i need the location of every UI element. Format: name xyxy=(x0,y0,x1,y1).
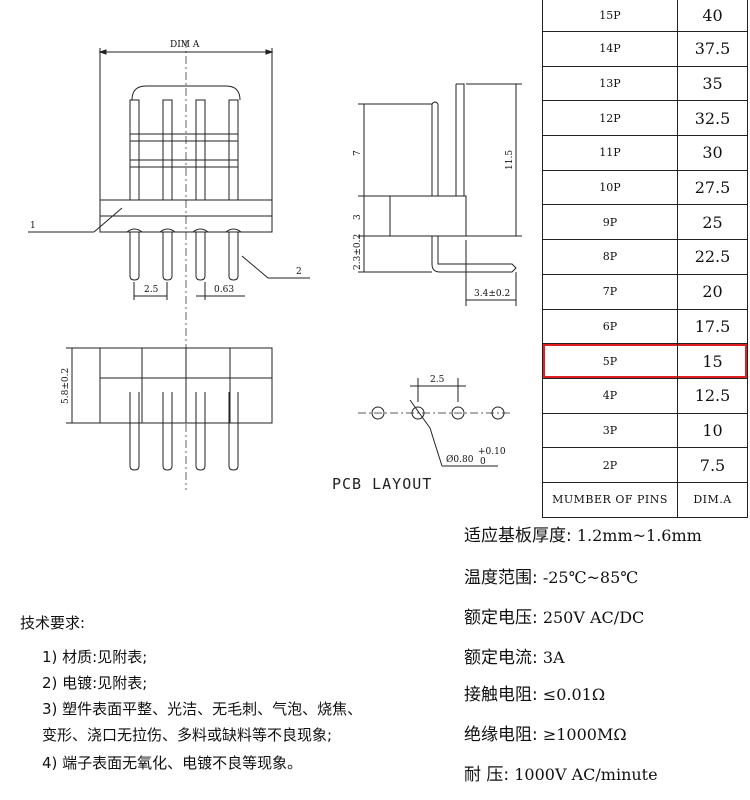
pin-width-label: 0.63 xyxy=(214,285,234,295)
side-3-label: 3 xyxy=(353,214,363,220)
spec-label: 接触电阻: xyxy=(464,685,538,705)
dim-a-cell: 12.5 xyxy=(677,377,748,414)
body-height-label: 5.8±0.2 xyxy=(61,368,71,404)
pin-count-cell: 9P xyxy=(542,204,678,241)
dim-a-cell: 30 xyxy=(677,135,748,171)
side-115-label: 11.5 xyxy=(505,150,515,170)
tech-requirement-item: 3) 塑件表面平整、光洁、无毛刺、气泡、烧焦、 xyxy=(42,700,363,718)
pin-count-cell: 13P xyxy=(542,65,678,102)
spec-line: 额定电压: 250V AC/DC xyxy=(464,603,644,628)
dim-a-cell: 20 xyxy=(677,273,748,310)
side-23-label: 2.3±0.2 xyxy=(353,234,363,270)
pin-count-cell: 10P xyxy=(542,169,678,206)
spec-value: ≤0.01Ω xyxy=(537,685,606,704)
spec-value: 1.2mm~1.6mm xyxy=(571,526,702,545)
pin-count-cell: 11P xyxy=(542,135,678,171)
pin-count-cell: 2P xyxy=(542,447,678,483)
spec-label: 额定电流: xyxy=(464,648,538,668)
dim-a-cell: 10 xyxy=(677,412,748,449)
spec-label: 温度范围: xyxy=(464,568,538,588)
hole-tol-top: +0.10 xyxy=(478,447,506,457)
dim-a-cell: 22.5 xyxy=(677,239,748,275)
dim-a-cell: 15 xyxy=(677,343,748,379)
pin-count-cell: 12P xyxy=(542,100,678,137)
tech-requirement-item: 1) 材质:见附表; xyxy=(42,648,148,666)
pin-count-cell: 4P xyxy=(542,377,678,414)
spec-line: 接触电阻: ≤0.01Ω xyxy=(464,680,605,705)
hole-tol-bottom: 0 xyxy=(480,457,486,467)
dim-a-cell: 37.5 xyxy=(677,31,748,67)
header-dim-cell: DIM.A xyxy=(677,481,748,518)
part-1-label: 1 xyxy=(30,221,36,231)
pin-count-cell: 6P xyxy=(542,308,678,345)
pin-count-cell: 5P xyxy=(542,343,678,379)
dim-a-cell: 32.5 xyxy=(677,100,748,137)
dim-a-label: DIM A xyxy=(170,40,200,50)
side-7-label: 7 xyxy=(353,150,363,156)
spec-line: 适应基板厚度: 1.2mm~1.6mm xyxy=(464,521,702,546)
pin-count-cell: 14P xyxy=(542,31,678,67)
tech-requirement-item: 变形、浇口无拉伤、多料或缺料等不良现象; xyxy=(42,726,333,744)
hole-diameter-label: Ø0.80 xyxy=(446,454,474,465)
pcb-layout-title: PCB LAYOUT xyxy=(332,475,432,493)
header-pins-cell: MUMBER OF PINS xyxy=(542,481,678,518)
spec-value: 250V AC/DC xyxy=(537,608,645,627)
pin-count-cell: 3P xyxy=(542,412,678,449)
spec-value: 1000V AC/minute xyxy=(509,765,658,784)
spec-line: 温度范围: -25℃~85℃ xyxy=(464,563,638,588)
pin-count-cell: 15P xyxy=(542,0,678,32)
dim-a-cell: 40 xyxy=(677,0,748,32)
dim-a-cell: 7.5 xyxy=(677,447,748,483)
pin-count-cell: 8P xyxy=(542,239,678,275)
tech-requirements-title: 技术要求: xyxy=(20,614,86,632)
part-2-label: 2 xyxy=(296,267,302,277)
spec-line: 绝缘电阻: ≥1000MΩ xyxy=(464,720,627,745)
spec-label: 额定电压: xyxy=(464,608,538,628)
dim-a-cell: 25 xyxy=(677,204,748,241)
spec-line: 耐 压: 1000V AC/minute xyxy=(464,760,658,785)
pcb-pitch-label: 2.5 xyxy=(430,375,445,385)
spec-label: 绝缘电阻: xyxy=(464,725,538,745)
spec-line: 额定电流: 3A xyxy=(464,643,565,668)
side-34-label: 3.4±0.2 xyxy=(474,289,510,299)
dim-a-cell: 35 xyxy=(677,65,748,102)
pitch-label: 2.5 xyxy=(144,285,159,295)
spec-value: 3A xyxy=(537,648,565,667)
dim-a-cell: 27.5 xyxy=(677,169,748,206)
spec-value: -25℃~85℃ xyxy=(537,568,639,587)
tech-requirement-item: 4) 端子表面无氧化、电镀不良等现象。 xyxy=(42,754,303,772)
spec-value: ≥1000MΩ xyxy=(537,725,627,744)
tech-requirement-item: 2) 电镀:见附表; xyxy=(42,674,148,692)
spec-label: 适应基板厚度: xyxy=(464,526,572,546)
pin-count-cell: 7P xyxy=(542,273,678,310)
dim-a-cell: 17.5 xyxy=(677,308,748,345)
spec-label: 耐 压: xyxy=(464,765,510,785)
